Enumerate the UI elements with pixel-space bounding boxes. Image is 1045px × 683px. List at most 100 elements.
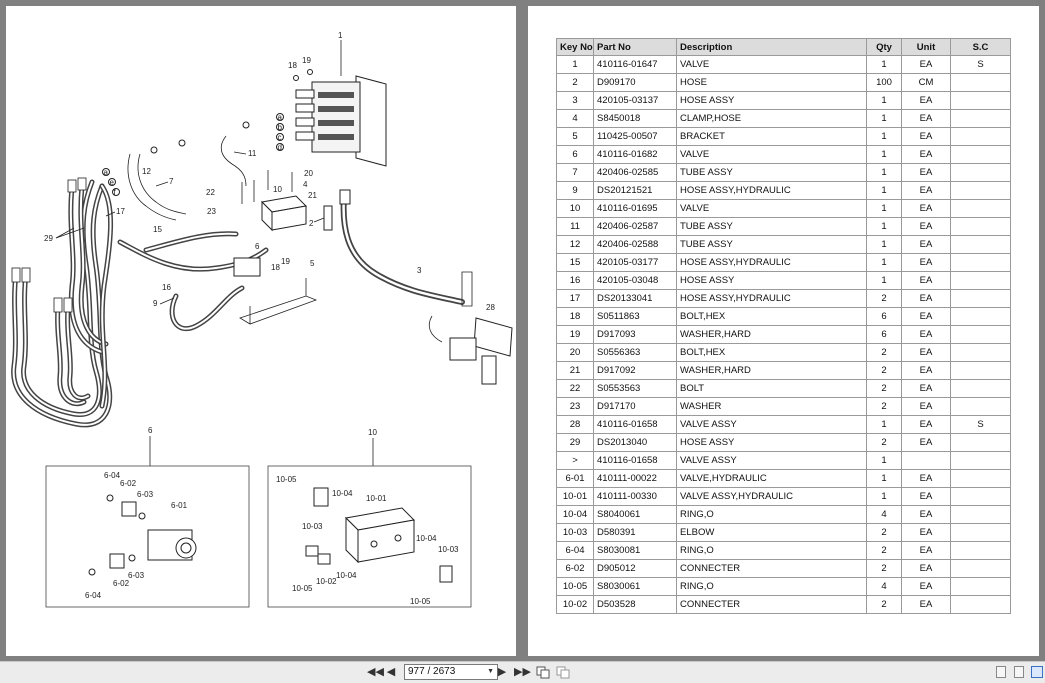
header-description: Description [676,38,867,56]
cell-key-no: 7 [556,163,594,182]
cell-description: ELBOW [676,523,867,542]
cell-part-no: S0556363 [593,343,677,362]
cell-description: TUBE ASSY [676,163,867,182]
cell-qty: 4 [866,577,902,596]
cell-sc [950,541,1011,560]
facing-view-icon[interactable] [1031,666,1043,678]
cell-key-no: 5 [556,127,594,146]
cell-description: RING,O [676,541,867,560]
cell-key-no: 6-01 [556,469,594,488]
cell-part-no: S0553563 [593,379,677,398]
header-qty: Qty [866,38,902,56]
cell-unit: EA [901,433,951,452]
svg-text:16: 16 [162,283,171,292]
cell-unit: EA [901,127,951,146]
cell-part-no: 410116-01658 [593,451,677,470]
cell-qty: 2 [866,397,902,416]
parts-diagram: 1 19 18 2 3 4 5 6 7 9 10 11 12 15 16 17 … [11,31,513,608]
svg-text:6-02: 6-02 [113,579,130,588]
cell-sc [950,253,1011,272]
cell-key-no: 10-05 [556,577,594,596]
cell-description: HOSE ASSY,HYDRAULIC [676,289,867,308]
cell-description: VALVE [676,145,867,164]
cell-qty: 1 [866,199,902,218]
last-page-icon[interactable]: ▶▶ [514,666,531,678]
svg-text:10-04: 10-04 [332,489,353,498]
cell-part-no: D909170 [593,73,677,92]
cell-qty: 4 [866,505,902,524]
prev-page-icon[interactable]: ◀ [386,666,396,678]
cell-unit: EA [901,91,951,110]
cell-unit [901,451,951,470]
svg-text:6-02: 6-02 [120,479,137,488]
cell-sc [950,469,1011,488]
cell-key-no: 29 [556,433,594,452]
cell-key-no: 12 [556,235,594,254]
svg-text:f: f [114,188,117,197]
cell-sc [950,451,1011,470]
cell-key-no: 22 [556,379,594,398]
svg-text:12: 12 [142,167,151,176]
svg-text:10-01: 10-01 [366,494,387,503]
cell-unit: EA [901,415,951,434]
svg-text:a: a [104,168,109,177]
cell-description: WASHER,HARD [676,361,867,380]
cell-key-no: > [556,451,594,470]
cell-sc [950,361,1011,380]
cell-description: BOLT,HEX [676,343,867,362]
cell-key-no: 9 [556,181,594,200]
svg-text:10-02: 10-02 [316,577,337,586]
cell-part-no: D917170 [593,397,677,416]
header-part-no: Part No [593,38,677,56]
cell-description: HOSE ASSY,HYDRAULIC [676,181,867,200]
cell-unit: EA [901,595,951,614]
detail-10-title: 10 [368,428,377,437]
cell-qty: 2 [866,433,902,452]
cell-qty: 2 [866,541,902,560]
cell-qty: 6 [866,307,902,326]
cell-description: VALVE,HYDRAULIC [676,469,867,488]
continuous-view-icon[interactable] [1014,666,1024,678]
cell-sc [950,343,1011,362]
viewer-toolbar: ◀◀ ◀ 977 / 2673 ▼ ▶ ▶▶ [0,661,1045,683]
svg-text:6: 6 [255,242,260,251]
cell-description: RING,O [676,505,867,524]
page-number-input[interactable]: 977 / 2673 ▼ [404,664,498,680]
cell-qty: 1 [866,217,902,236]
cell-unit: EA [901,541,951,560]
cell-unit: EA [901,523,951,542]
cell-key-no: 15 [556,253,594,272]
cell-unit: EA [901,289,951,308]
cell-sc [950,397,1011,416]
single-page-view-icon[interactable] [996,666,1006,678]
fit-width-icon[interactable] [556,666,570,680]
port-letters: a b c d a e f [102,113,284,197]
svg-text:6-04: 6-04 [104,471,121,480]
fit-page-icon[interactable] [536,666,550,680]
svg-text:17: 17 [116,207,125,216]
first-page-icon[interactable]: ◀◀ [367,666,384,678]
svg-text:29: 29 [44,234,53,243]
cell-unit: EA [901,145,951,164]
cell-qty: 1 [866,127,902,146]
cell-description: RING,O [676,577,867,596]
cell-sc [950,379,1011,398]
cell-unit: EA [901,253,951,272]
header-unit: Unit [901,38,951,56]
cell-unit: EA [901,379,951,398]
svg-text:6-01: 6-01 [171,501,188,510]
cell-key-no: 18 [556,307,594,326]
cell-key-no: 23 [556,397,594,416]
next-page-icon[interactable]: ▶ [497,666,507,678]
svg-text:21: 21 [308,191,317,200]
cell-unit: EA [901,325,951,344]
cell-unit: EA [901,271,951,290]
cell-description: VALVE [676,199,867,218]
